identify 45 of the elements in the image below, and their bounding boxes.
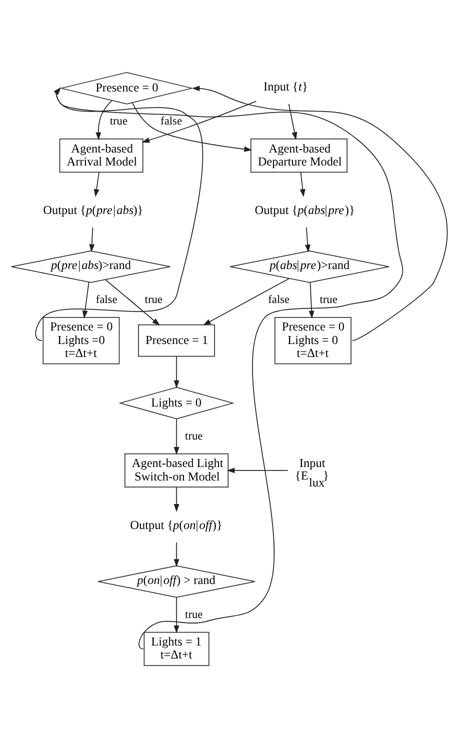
node-text: Output {p(on|off)} xyxy=(130,518,222,532)
edge-label: false xyxy=(268,294,290,306)
edge-label: true xyxy=(185,608,203,621)
node-text: Output {p(pre|abs)} xyxy=(43,202,144,217)
arrow xyxy=(89,227,95,252)
node-box: Presence = 1 xyxy=(138,324,215,357)
node-box: Agent-based Arrival Model xyxy=(59,138,144,173)
arrow xyxy=(300,172,306,198)
edge-label: false xyxy=(96,294,118,306)
arrow xyxy=(54,87,404,650)
node-text: Output {p(abs|pre)} xyxy=(254,202,355,217)
node-box: Presence = 0 Lights =0 t=Δt+t xyxy=(42,316,120,364)
arrow xyxy=(226,468,288,474)
arrow xyxy=(35,87,204,342)
arrow xyxy=(308,282,314,319)
edge-label: true xyxy=(320,294,338,306)
arrow xyxy=(132,102,252,152)
arrow xyxy=(174,596,180,634)
arrow xyxy=(174,356,180,388)
node-text: Input {t} xyxy=(264,80,308,94)
arrow xyxy=(174,542,180,567)
node-diamond: p(on|off) > rand xyxy=(98,565,256,598)
edge-label: false xyxy=(160,115,182,128)
node-box: Lights = 1 t=Δt+t xyxy=(144,632,210,666)
arrow xyxy=(174,418,180,455)
arrow xyxy=(202,278,290,326)
node-box: Presence = 0 Lights = 0 t=Δt+t xyxy=(274,316,352,364)
node-diamond: p(abs|pre)>rand xyxy=(230,250,390,283)
arrow xyxy=(304,227,310,252)
edge-label: true xyxy=(185,430,203,442)
arrow xyxy=(174,486,180,512)
arrow xyxy=(105,279,160,326)
edge-label: true xyxy=(144,294,162,306)
node-box: Agent-based Light Switch-on Model xyxy=(124,453,229,488)
arrow xyxy=(142,100,257,143)
node-diamond: Lights = 0 xyxy=(118,386,234,420)
arrow xyxy=(192,86,448,342)
node-diamond: p(pre|abs)>rand xyxy=(10,250,171,283)
arrow xyxy=(82,282,90,318)
arrow xyxy=(96,100,112,140)
arrow xyxy=(94,172,100,198)
node-box: Agent-based Departure Model xyxy=(250,138,348,173)
arrow xyxy=(288,104,298,140)
node-diamond: Presence = 0 xyxy=(60,72,192,104)
edge-label: true xyxy=(110,115,128,128)
